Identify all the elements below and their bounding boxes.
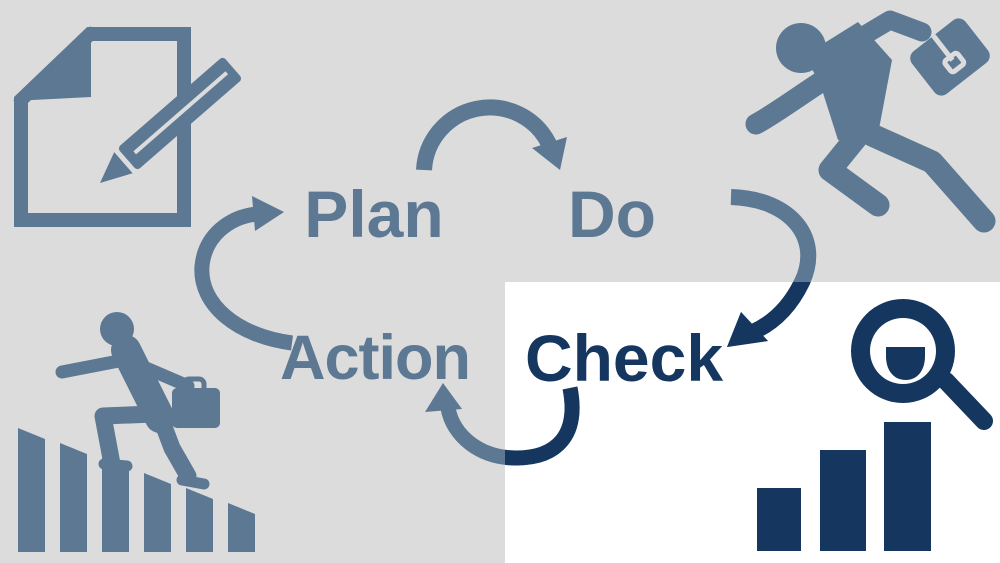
climber-back-foot [176, 474, 210, 490]
runner-forward-arm [745, 61, 847, 135]
briefcase-buckle [942, 50, 967, 75]
lens-inner-shape [886, 347, 925, 380]
pencil [100, 57, 242, 183]
bar [60, 443, 87, 552]
rising-bars [757, 422, 931, 551]
bar [884, 422, 931, 551]
runner-briefcase [910, 18, 990, 96]
bar [144, 473, 171, 552]
step-label-check: Check [525, 321, 723, 395]
arrow-do-to-check [727, 189, 817, 347]
arrowhead-right-icon [252, 196, 284, 231]
arrow-check-to-action [425, 383, 580, 466]
magnifier-handle [937, 372, 993, 430]
arrow-action-to-plan [194, 196, 294, 351]
pencil-tip [100, 152, 133, 183]
document-folded-corner [13, 26, 91, 101]
running-businessman-icon [745, 10, 996, 233]
arrow-plan-to-do [416, 99, 567, 171]
bar [228, 503, 255, 552]
bar [757, 488, 801, 551]
step-label-action: Action [280, 323, 470, 393]
climber-back-arm [55, 353, 131, 379]
arrowhead-up-icon [425, 383, 462, 412]
document-pencil-icon [13, 26, 242, 227]
climber-front-leg [94, 405, 163, 473]
cycle-step-labels: Plan Do Check Action [280, 177, 723, 395]
step-label-plan: Plan [304, 177, 443, 251]
bar [820, 450, 866, 551]
arrowhead-down-icon [532, 137, 567, 170]
pencil-slit [133, 71, 229, 155]
climber-front-arm [125, 355, 195, 393]
bar [102, 458, 129, 552]
arrowhead-downleft-icon [727, 312, 768, 347]
bar [186, 488, 213, 552]
climber-briefcase [172, 388, 220, 428]
runner-front-leg [818, 126, 890, 217]
climber-back-leg [154, 415, 197, 485]
step-label-do: Do [568, 177, 656, 251]
runner-raised-arm [843, 10, 932, 52]
climber-front-foot [98, 458, 133, 472]
climbing-businessman-bars-icon [18, 312, 255, 552]
cycle-arrows [194, 99, 817, 466]
runner-back-leg [860, 123, 996, 233]
runner-torso [810, 22, 892, 145]
magnifier-bar-chart-icon [757, 292, 993, 551]
descending-bars [18, 428, 255, 552]
bar [18, 428, 45, 552]
